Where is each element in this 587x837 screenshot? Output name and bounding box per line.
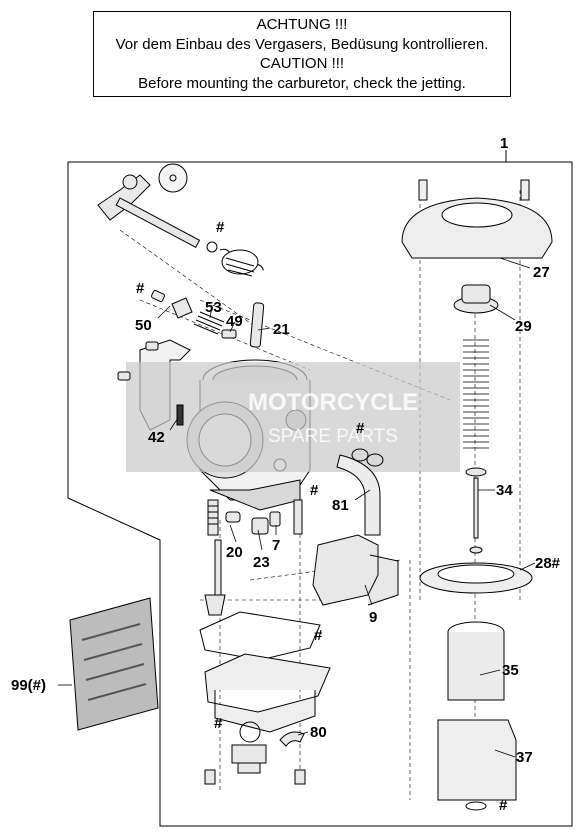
watermark-band — [126, 362, 460, 472]
callout-49: 49 — [226, 313, 243, 330]
hash-marker: # — [136, 280, 145, 297]
callout-99: 99(#) — [11, 677, 46, 694]
tube-part-81 — [336, 454, 381, 536]
watermark-line-1: MOTORCYCLE — [248, 389, 418, 416]
callout-81: 81 — [332, 497, 349, 514]
hash-marker: # — [310, 482, 319, 499]
assembly-guide-lines — [119, 190, 521, 800]
caution-notice: ACHTUNG !!! Vor dem Einbau des Vergasers… — [93, 11, 511, 97]
small-screws-left — [117, 341, 184, 426]
hash-marker: # — [314, 627, 323, 644]
callout-37: 37 — [516, 749, 533, 766]
spring-column — [463, 339, 489, 449]
hash-marker: # — [216, 219, 225, 236]
callout-9: 9 — [369, 609, 377, 626]
callout-53: 53 — [205, 299, 222, 316]
callout-29: 29 — [515, 318, 532, 335]
spring-seat-29 — [453, 284, 499, 314]
leader-lines — [58, 257, 536, 758]
float-part-9 — [312, 534, 399, 606]
callout-27: 27 — [533, 264, 550, 281]
hash-marker: # — [214, 715, 223, 732]
o-rings-right — [351, 448, 384, 467]
callout-80: 80 — [310, 724, 327, 741]
callout-1: 1 — [500, 135, 508, 152]
callout-20: 20 — [226, 544, 243, 561]
slide-35 — [447, 621, 505, 701]
watermark-line-2: SPARE PARTS — [268, 426, 398, 447]
needle-34 — [465, 467, 487, 554]
callout-50: 50 — [135, 317, 152, 334]
callout-23: 23 — [253, 554, 270, 571]
bowl-screws — [204, 769, 306, 785]
jet-parts-top — [151, 289, 265, 348]
jets-lower — [204, 499, 303, 616]
float-bowl — [204, 653, 331, 733]
parts-bag-99 — [69, 597, 159, 731]
notice-line-english-warning: CAUTION !!! — [259, 55, 345, 72]
cap-27 — [401, 179, 553, 259]
hose-80 — [279, 731, 305, 747]
callout-28: 28# — [535, 555, 561, 572]
callout-34: 34 — [496, 482, 513, 499]
notice-line-german-text: Vor dem Einbau des Vergasers, Bedüsung k… — [115, 35, 489, 53]
diaphragm-28 — [419, 562, 533, 594]
bottom-cover-37 — [437, 719, 517, 811]
throttle-shaft-assembly — [97, 163, 264, 277]
callout-7: 7 — [272, 537, 280, 554]
callout-42: 42 — [148, 429, 165, 446]
float-bowl-gasket — [199, 611, 321, 661]
notice-line-english-text: Before mounting the carburetor, check th… — [138, 74, 466, 92]
assembly-frame — [67, 161, 573, 827]
notice-line-german-warning: ACHTUNG !!! — [256, 16, 348, 33]
drain-plug — [231, 744, 267, 774]
oring-bowl — [239, 721, 261, 743]
callout-21: 21 — [273, 321, 290, 338]
hash-marker: # — [356, 420, 365, 437]
callout-35: 35 — [502, 662, 519, 679]
hash-marker: # — [499, 797, 508, 814]
